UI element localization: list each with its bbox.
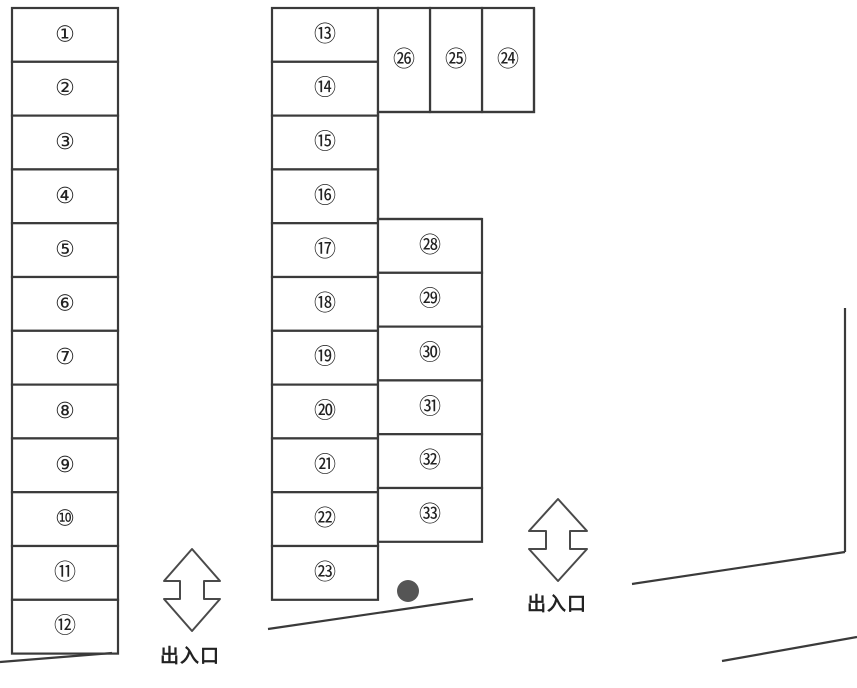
parking-space-box — [10, 6, 120, 63]
parking-space-number: ⑰ — [314, 238, 336, 263]
parking-space: ㉙ — [376, 271, 484, 328]
parking-space: ㉔ — [480, 6, 536, 114]
parking-space-number: ㉙ — [419, 287, 441, 312]
parking-space: ㉖ — [376, 6, 432, 114]
parking-space: ① — [10, 6, 120, 63]
parking-space-box — [270, 329, 380, 386]
parking-space: ⑨ — [10, 437, 120, 494]
parking-space-number: ⑭ — [314, 76, 336, 101]
parking-space-number: ① — [55, 22, 75, 47]
parking-space-number: ⑳ — [314, 399, 336, 424]
parking-space-number: ⑤ — [55, 238, 75, 263]
parking-space-number: ⑲ — [314, 345, 336, 370]
parking-space-box — [270, 222, 380, 279]
parking-space: ㉒ — [270, 491, 380, 548]
parking-space: ⑬ — [270, 6, 380, 63]
parking-space: ② — [10, 60, 120, 117]
parking-space: ③ — [10, 114, 120, 171]
parking-space-number: ⑨ — [55, 453, 75, 478]
parking-space-box — [270, 491, 380, 548]
parking-space: ⑲ — [270, 329, 380, 386]
parking-space: ⑳ — [270, 383, 380, 440]
entrance-label-left: 出入口 — [160, 644, 220, 667]
parking-space: ⑦ — [10, 329, 120, 386]
parking-space-number: ⑫ — [54, 614, 76, 639]
entrance-label-right: 出入口 — [527, 592, 587, 615]
parking-space-box — [10, 168, 120, 225]
parking-space-number: ㉒ — [314, 507, 336, 532]
parking-space: ⑱ — [270, 275, 380, 332]
parking-space-box — [376, 486, 484, 543]
parking-space-box — [10, 544, 120, 601]
marker-dot — [397, 580, 419, 602]
parking-space-number: ㉓ — [314, 560, 336, 585]
parking-space-number: ㉕ — [445, 48, 467, 73]
parking-space: ⑩ — [10, 491, 120, 548]
road-edge-right — [631, 550, 846, 586]
parking-space-number: ㉝ — [419, 502, 441, 527]
parking-space-number: ⑪ — [54, 560, 76, 585]
parking-space-box — [376, 433, 484, 490]
parking-space-number: ⑩ — [55, 507, 75, 532]
parking-space-box — [270, 168, 380, 225]
block-outline — [376, 8, 536, 221]
road-edge-left — [0, 651, 113, 664]
parking-space-number: ㉖ — [393, 48, 415, 73]
parking-space: ㉚ — [376, 325, 484, 382]
parking-space-number: ③ — [55, 130, 75, 155]
parking-space-number: ㉘ — [419, 233, 441, 258]
parking-space: ⑰ — [270, 222, 380, 279]
parking-space: ㉓ — [270, 544, 380, 601]
parking-space: ⑯ — [270, 168, 380, 225]
parking-space: ⑪ — [10, 544, 120, 601]
parking-space-number: ⑧ — [55, 399, 75, 424]
parking-space: ⑤ — [10, 222, 120, 279]
parking-space-number: ㉔ — [497, 48, 519, 73]
parking-space: ⑫ — [10, 598, 120, 655]
parking-space-box — [270, 544, 380, 601]
parking-space-box — [10, 598, 120, 655]
parking-space-box — [270, 437, 380, 494]
parking-space-box — [376, 217, 484, 274]
parking-space-number: ㉚ — [419, 341, 441, 366]
parking-space-box — [270, 60, 380, 117]
parking-space-box — [10, 275, 120, 332]
parking-space-box — [10, 60, 120, 117]
parking-space: ⑮ — [270, 114, 380, 171]
parking-space-number: ⑮ — [314, 130, 336, 155]
parking-space-number: ㉑ — [314, 453, 336, 478]
parking-space-number: ⑥ — [55, 291, 75, 316]
parking-space: ⑧ — [10, 383, 120, 440]
parking-space-box — [376, 379, 484, 436]
parking-space-number: ⑬ — [314, 22, 336, 47]
parking-space-box — [270, 383, 380, 440]
parking-space-number: ㉜ — [419, 449, 441, 474]
parking-space: ㉛ — [376, 379, 484, 436]
road-edge-middle — [267, 597, 474, 631]
parking-space: ⑥ — [10, 275, 120, 332]
parking-space-number: ⑯ — [314, 184, 336, 209]
parking-space: ④ — [10, 168, 120, 225]
parking-space: ㉕ — [428, 6, 484, 114]
parking-space-number: ㉛ — [419, 395, 441, 420]
entrance-arrow-right-icon — [528, 498, 588, 582]
parking-space: ㉝ — [376, 486, 484, 543]
parking-space-box — [376, 6, 432, 114]
parking-space: ㉑ — [270, 437, 380, 494]
road-edge-far-right — [721, 635, 857, 663]
parking-space-number: ⑱ — [314, 291, 336, 316]
parking-space-number: ② — [55, 76, 75, 101]
parking-space-box — [10, 383, 120, 440]
parking-space: ㉜ — [376, 433, 484, 490]
parking-space-box — [10, 491, 120, 548]
parking-space: ⑭ — [270, 60, 380, 117]
parking-space-box — [376, 325, 484, 382]
entrance-arrow-left-icon — [163, 548, 221, 632]
parking-space: ㉘ — [376, 217, 484, 274]
parking-space-number: ⑦ — [55, 345, 75, 370]
parking-space-number: ④ — [55, 184, 75, 209]
